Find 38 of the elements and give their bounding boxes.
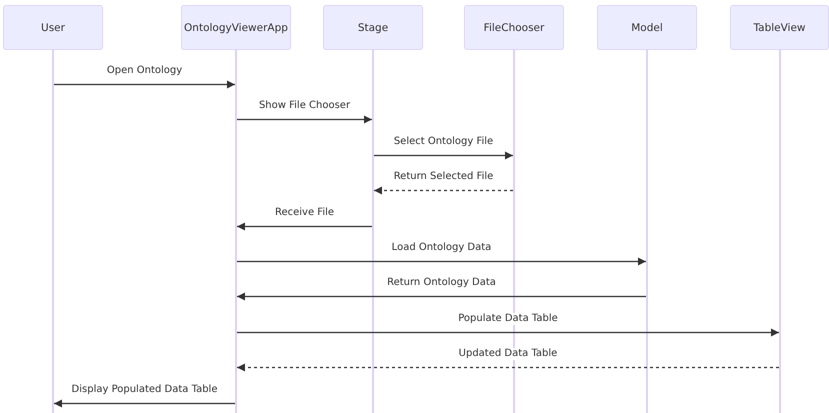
message-arrow: [54, 400, 235, 408]
message-arrow: [237, 222, 372, 230]
message-arrow: [237, 364, 779, 372]
participant-name: FileChooser: [484, 22, 544, 34]
message-arrow: [237, 116, 372, 124]
edge-label: Receive File: [272, 206, 336, 218]
message-arrow: [374, 186, 513, 194]
participant-name: Model: [631, 22, 663, 34]
edge-label: Return Selected File: [392, 170, 496, 182]
edge-label: Open Ontology: [104, 64, 184, 76]
participant-name: User: [41, 22, 65, 34]
lifeline: [779, 50, 781, 413]
message-arrow: [237, 258, 646, 266]
edge-label: Display Populated Data Table: [70, 384, 220, 396]
participant-box: [597, 5, 697, 50]
message-arrow: [237, 328, 779, 336]
edge-label: Return Ontology Data: [385, 276, 498, 288]
edge-label: Populate Data Table: [456, 312, 560, 324]
participant-box: [464, 5, 564, 50]
lifeline: [52, 50, 54, 413]
edge-label: Select Ontology File: [392, 136, 496, 148]
participant-box: [3, 5, 103, 50]
edge-label: Show File Chooser: [256, 100, 352, 112]
lifeline: [513, 50, 515, 413]
message-arrow: [237, 292, 646, 300]
lifeline: [646, 50, 648, 413]
participant-name: Stage: [358, 22, 388, 34]
message-arrow: [54, 80, 235, 88]
lifeline: [235, 50, 237, 413]
edge-label: Load Ontology Data: [390, 242, 494, 254]
participant-box: [181, 5, 291, 50]
participant-box: [323, 5, 423, 50]
lifeline: [372, 50, 374, 413]
message-arrow: [374, 152, 513, 160]
participant-name: TableView: [753, 22, 806, 34]
participant-name: OntologyViewerApp: [184, 22, 288, 34]
participant-box: [730, 5, 829, 50]
edge-label: Updated Data Table: [456, 348, 560, 360]
